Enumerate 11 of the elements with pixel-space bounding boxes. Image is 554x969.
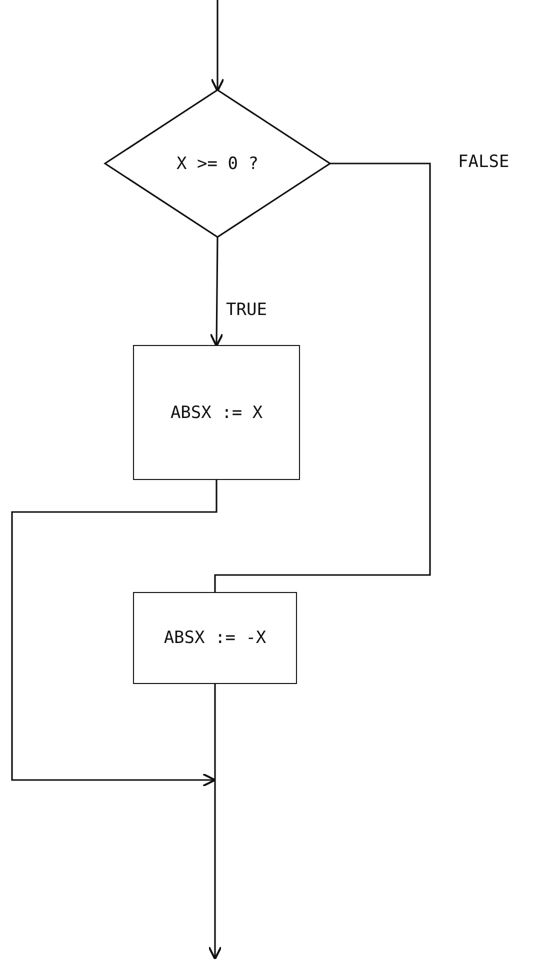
node-text: ABSX := X — [170, 402, 263, 422]
arrow — [11, 480, 218, 787]
node-text: X >= 0 ? — [176, 154, 258, 174]
arrow — [210, 0, 224, 92]
process-box — [133, 592, 297, 684]
arrow — [210, 237, 224, 347]
connector-line — [214, 162, 431, 592]
decision-diamond — [105, 90, 330, 237]
node-text: ABSX := -X — [164, 628, 266, 648]
arrow — [208, 684, 222, 960]
process-box — [133, 345, 300, 480]
